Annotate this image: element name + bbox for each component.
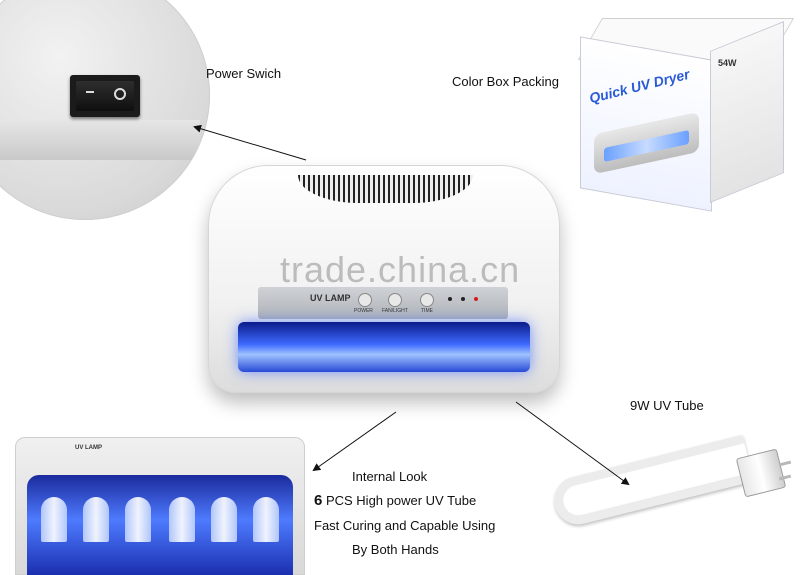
pcs-tube-label: 6 PCS High power UV Tube xyxy=(314,492,476,509)
uv-tube-piece xyxy=(211,497,237,542)
uv-tube-piece xyxy=(125,497,151,542)
uv-lamp-main: trade.china.cn UV LAMP POWER FAN/LIGHT T… xyxy=(208,165,560,393)
air-vent xyxy=(298,175,473,203)
control-panel: UV LAMP POWER FAN/LIGHT TIME xyxy=(258,287,508,319)
power-switch-closeup xyxy=(0,0,210,220)
watermark: trade.china.cn xyxy=(280,249,521,290)
tube-pin xyxy=(778,460,792,467)
power-knob xyxy=(358,293,372,307)
rocker-switch xyxy=(70,75,140,117)
time-knob-label: TIME xyxy=(421,308,433,314)
lamp-body-edge xyxy=(0,120,200,160)
fan-light-knob xyxy=(388,293,402,307)
tube-base xyxy=(735,448,787,498)
uv-light-window xyxy=(238,322,530,372)
uv-tube-label: 9W UV Tube xyxy=(630,398,704,413)
panel-title: UV LAMP xyxy=(310,293,351,303)
box-watt: 54W xyxy=(718,58,737,68)
indicator-dot xyxy=(448,297,452,301)
tube-glass xyxy=(549,434,754,530)
box-side xyxy=(710,21,784,203)
time-knob xyxy=(420,293,434,307)
color-box-image: Quick UV Dryer 54W xyxy=(577,18,795,212)
on-symbol xyxy=(114,88,126,100)
off-symbol xyxy=(86,91,94,93)
both-hands-label: By Both Hands xyxy=(352,542,439,557)
indicator-dot xyxy=(461,297,465,301)
color-box-label: Color Box Packing xyxy=(452,74,559,89)
indicator-dot-red xyxy=(474,297,478,301)
uv-tube-piece xyxy=(83,497,109,542)
fan-light-knob-label: FAN/LIGHT xyxy=(382,308,408,314)
power-switch-label: Power Swich xyxy=(206,66,282,81)
fast-curing-label: Fast Curing and Capable Using xyxy=(314,518,496,533)
uv-tube-piece xyxy=(253,497,279,542)
internal-panel-label: UV LAMP xyxy=(75,445,102,451)
uv-tube-piece xyxy=(169,497,195,542)
internal-cavity xyxy=(27,475,293,575)
power-knob-label: POWER xyxy=(354,308,373,314)
rocker xyxy=(76,81,134,111)
pcs-text: PCS High power UV Tube xyxy=(322,493,477,508)
arrow-to-switch xyxy=(193,124,307,161)
internal-look-label: Internal Look xyxy=(352,469,428,484)
pcs-count: 6 xyxy=(314,492,323,509)
uv-tube-piece xyxy=(41,497,67,542)
arrow-to-internal xyxy=(312,411,397,472)
internal-look-image: UV LAMP xyxy=(15,437,305,575)
uv-tube-image xyxy=(549,434,795,548)
